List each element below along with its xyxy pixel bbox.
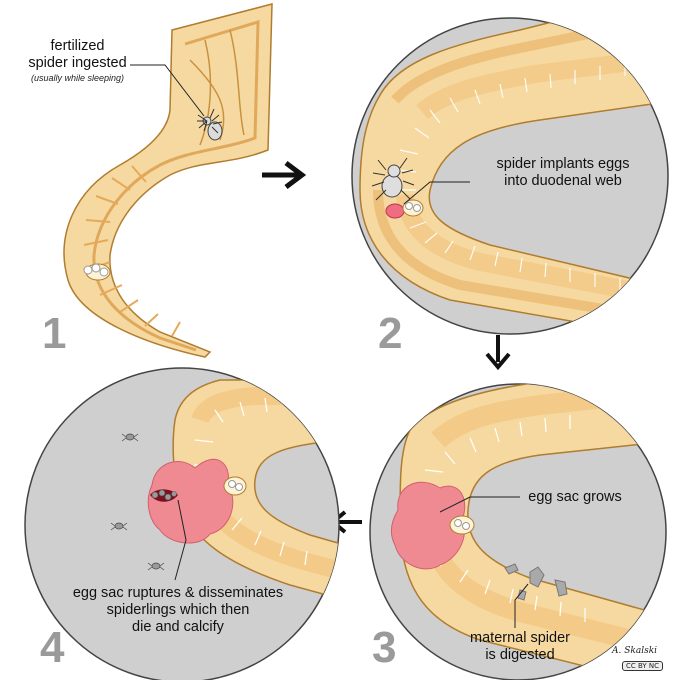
spider-icon xyxy=(197,108,223,141)
license-badge: CC BY NC xyxy=(622,661,664,671)
egg-sac-icon xyxy=(390,481,466,570)
digested-spider-icon xyxy=(504,563,568,601)
spider-icon xyxy=(371,157,415,201)
panel-3-label-second: maternal spider is digested xyxy=(470,630,570,663)
panel-1-label: fertilized spider ingested (usually whil… xyxy=(20,38,135,84)
panel-1-duodenum xyxy=(63,3,273,358)
panel-3-circle xyxy=(369,383,667,680)
panel-4-circle xyxy=(24,367,340,680)
spiderling-icon xyxy=(110,433,165,571)
panel-2-number: 2 xyxy=(378,309,403,358)
panel-1-label-main: fertilized spider ingested xyxy=(28,38,127,71)
arrow-right-icon xyxy=(262,161,307,189)
arrow-down-icon xyxy=(485,335,511,371)
panel-3-label-main: egg sac grows xyxy=(528,489,622,505)
panel-2-label: spider implants eggs into duodenal web xyxy=(496,156,630,189)
panel-4-number: 4 xyxy=(40,623,65,672)
artist-signature: A. Skalski xyxy=(612,646,658,656)
panel-3-number: 3 xyxy=(372,623,397,672)
egg-sac-icon xyxy=(147,458,234,544)
panel-4-label: egg sac ruptures & disseminates spiderli… xyxy=(72,585,284,635)
panel-1-label-sub: (usually while sleeping) xyxy=(30,73,125,83)
panel-1-number: 1 xyxy=(42,309,67,358)
panel-2-circle xyxy=(351,17,669,335)
